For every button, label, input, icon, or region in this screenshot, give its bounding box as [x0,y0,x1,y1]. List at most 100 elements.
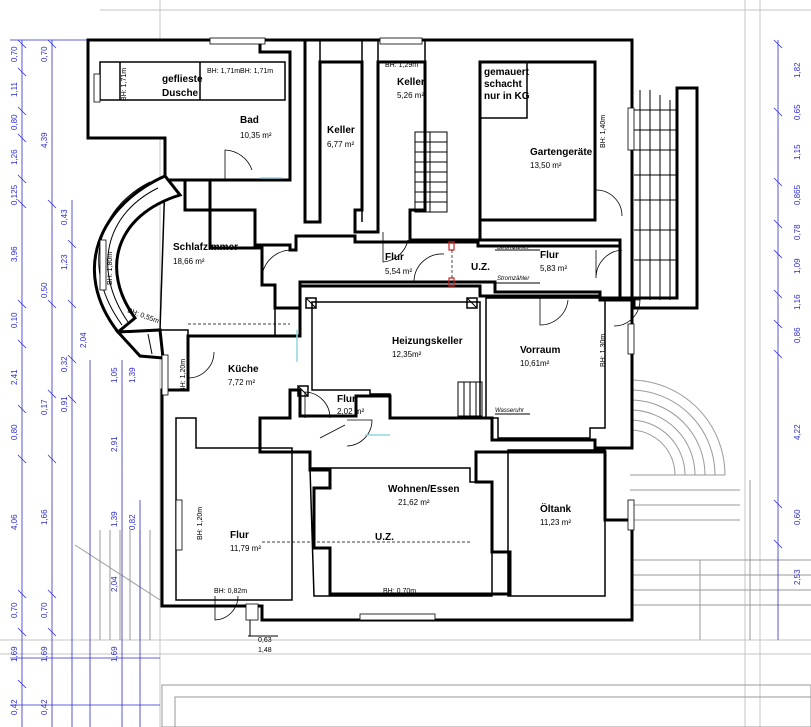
note-strom1: Stromzähler [497,245,530,251]
dim-left-4: 1,26 [10,149,19,165]
note-strom2: Stromzähler [497,276,530,282]
dim-left-9: 0,80 [10,424,19,440]
room-vorraum-name: Vorraum [520,345,560,356]
room-keller2-area: 5,26 m² [397,91,424,100]
room-flur4-name: Flur [230,530,249,541]
dim-right-10: 0,60 [793,509,802,525]
note-bh-082: BH: 0,82m [214,588,247,595]
note-wasser: Wasseruhr [495,408,525,414]
cyan-markers [260,177,390,436]
dim-inner-a-9: 0,70 [40,602,49,618]
dim-inner-a-7: 0,17 [40,399,49,415]
dim-inner-b-1: 2,04 [79,332,88,348]
note-bh-171a: BH: 1,71m [121,68,128,101]
note-bh-171b: BH: 1,71m [207,68,240,75]
dim-left-1: 0,70 [10,46,19,62]
dim-inner-c-1: 0,82 [128,514,137,530]
room-kueche-area: 7,72 m² [228,378,255,387]
note-bh-070: BH: 0,70m [383,588,416,595]
room-garten-name: Gartengeräte [530,147,593,158]
walls [86,38,634,622]
note-bh-140: BH: 1,40m [600,115,607,148]
pillars [297,297,478,397]
room-flur4-area: 11,79 m² [230,544,261,553]
note-bh-171c: BH: 1,71m [240,68,273,75]
dim-right-3: 1,15 [793,144,802,160]
room-wohnen-name: Wohnen/Essen [388,484,460,495]
windows [93,37,635,621]
note-bh-180: BH: 1,80m [107,252,114,285]
dim-inner-a-4: 1,23 [60,254,69,270]
dim-right-9: 4,22 [793,424,802,440]
room-flur2-name: Flur [540,250,559,261]
dim-left-3: 0,80 [10,114,19,130]
room-dusche-name: geflieste [162,74,203,85]
interior-stair [414,131,483,417]
dim-inner-b-3: 0,91 [60,396,69,412]
dim-inner-a-2: 4,39 [40,132,49,148]
dim-right-11: 2,53 [793,569,802,585]
dim-inner-b-7: 2,04 [110,576,119,592]
note-bh-129: BH: 1,29m [385,62,418,69]
dim-inner-a-11: 0,42 [40,699,49,715]
room-keller1-area: 6,77 m² [327,140,354,149]
room-kueche-name: Küche [228,364,259,375]
dim-inner-a-6: 0,32 [60,356,69,372]
room-flur3-area: 2,02 m² [337,407,364,416]
room-wohnen-area: 21,62 m² [398,498,430,507]
red-markers [448,241,455,287]
room-schacht-name: gemauert [484,67,530,78]
room-schlaf-area: 18,66 m² [173,257,205,266]
exterior-stair [632,86,699,310]
room-heiz-area: 12,35m² [392,350,422,359]
room-oeltank-area: 11,23 m² [540,518,571,527]
dim-left-11: 0,70 [10,602,19,618]
note-bh-130: BH: 1,30m [600,334,607,367]
room-flur1-name: Flur [385,252,404,263]
room-heiz-name: Heizungskeller [392,336,463,347]
doors [187,149,641,621]
dimension-lines: 0,70 1,11 0,80 1,26 0,125 3,96 0,10 2,41… [10,39,802,727]
dim-inner-a-3: 0,43 [60,209,69,225]
dim-inner-a-5: 0,50 [40,282,49,298]
dim-right-7: 1,16 [793,294,802,310]
dim-right-4: 0,865 [793,184,802,205]
dim-right-8: 0,86 [793,327,802,343]
room-bad-name: Bad [240,115,259,126]
note-bh-120a: BH: 1,20m [180,359,187,392]
dim-right-2: 0,65 [793,104,802,120]
dim-left-13: 0,42 [10,699,19,715]
dim-inner-b-2: 1,05 [110,367,119,383]
room-keller1-name: Keller [327,125,355,136]
dim-inner-b-8: 1,69 [110,646,119,662]
room-labels: geflieste Dusche Bad 10,35 m² Keller 6,7… [162,67,593,553]
room-schacht-name2: schacht [484,79,522,90]
note-d063: 0,63 [258,637,272,644]
dim-left-7: 0,10 [10,312,19,328]
note-bh-120b: BH: 1,20m [197,507,204,540]
dim-inner-a-1: 0,70 [40,46,49,62]
dim-left-8: 2,41 [10,369,19,385]
dim-inner-b-5: 2,91 [110,436,119,452]
room-uz2-name: U.Z. [375,532,394,543]
dim-inner-b-4: 1,39 [128,367,137,383]
dim-inner-b-6: 1,39 [110,511,119,527]
dim-left-12: 1,69 [10,646,19,662]
dim-inner-a-10: 1,69 [40,646,49,662]
room-vorraum-area: 10,61m² [520,359,550,368]
dim-right-5: 0,78 [793,224,802,240]
dim-right-1: 1,82 [793,62,802,78]
dim-left-5: 0,125 [10,184,19,205]
room-oeltank-name: Öltank [540,502,572,515]
room-keller2-name: Keller [397,77,425,88]
dim-inner-a-8: 1,66 [40,509,49,525]
room-garten-area: 13,50 m² [530,161,562,170]
room-bad-area: 10,35 m² [240,131,272,140]
room-flur2-area: 5,83 m² [540,264,567,273]
dim-left-2: 1,11 [10,81,19,97]
room-dusche-name2: Dusche [162,88,199,99]
dim-left-6: 3,96 [10,246,19,262]
room-flur3-name: Flur [337,394,356,405]
